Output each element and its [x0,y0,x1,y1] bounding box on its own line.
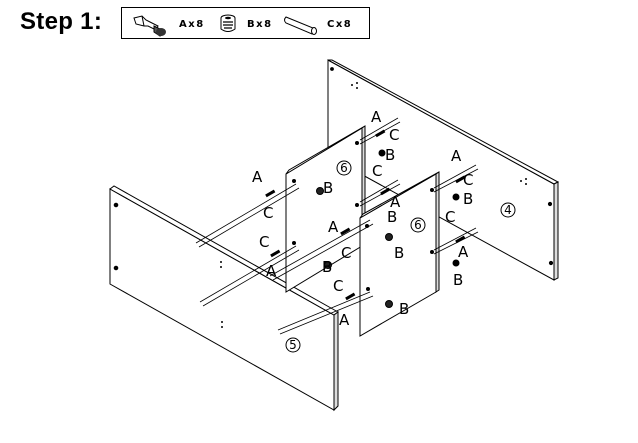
callout-a: A [451,147,462,165]
callout-a: A [339,311,350,329]
parts-legend: Ax8 Bx8 Cx8 [121,7,370,39]
hardware-marks [265,129,466,301]
callout-b: B [323,179,333,197]
hardware-paths [195,117,479,335]
step-title: Step 1: [20,8,103,35]
callout-a: A [328,218,339,236]
callout-a: A [266,262,277,280]
callout-c: C [445,208,455,226]
callout-c: C [333,277,343,295]
callout-labels: A C B A C B A C B C A B C A B A C C B A … [252,108,473,329]
callout-c: C [259,233,269,251]
part-c-label: Cx8 [327,19,353,30]
callout-c: C [463,171,473,189]
panel-number-front-shelf: 6 [414,218,422,232]
callout-c: C [389,126,399,144]
cam-lock-icon [220,14,236,32]
callout-a: A [252,168,263,186]
callout-b: B [387,208,397,226]
callout-c: C [372,162,382,180]
front-shelf-panel [359,171,440,337]
callout-b: B [385,146,395,164]
part-a-label: Ax8 [179,19,205,30]
callout-c: C [263,204,273,222]
right-side-panel [327,59,560,281]
callout-a: A [371,108,382,126]
parts-legend-icons [133,14,317,37]
callout-b: B [394,244,404,262]
callout-b: B [399,300,409,318]
panel-number-back-shelf: 6 [340,161,348,175]
wooden-dowel-icon [284,16,317,35]
callout-b: B [322,258,332,276]
callout-c: C [341,244,351,262]
callout-a: A [390,193,401,211]
cam-bolt-icon [133,15,166,37]
panel-number-right-side: 4 [504,203,512,217]
panel-number-left-side: 5 [289,338,297,352]
callout-b: B [463,190,473,208]
callout-a: A [458,243,469,261]
part-b-label: Bx8 [247,19,273,30]
callout-b: B [453,271,463,289]
panel-numbers: 4 5 6 6 [285,160,516,353]
